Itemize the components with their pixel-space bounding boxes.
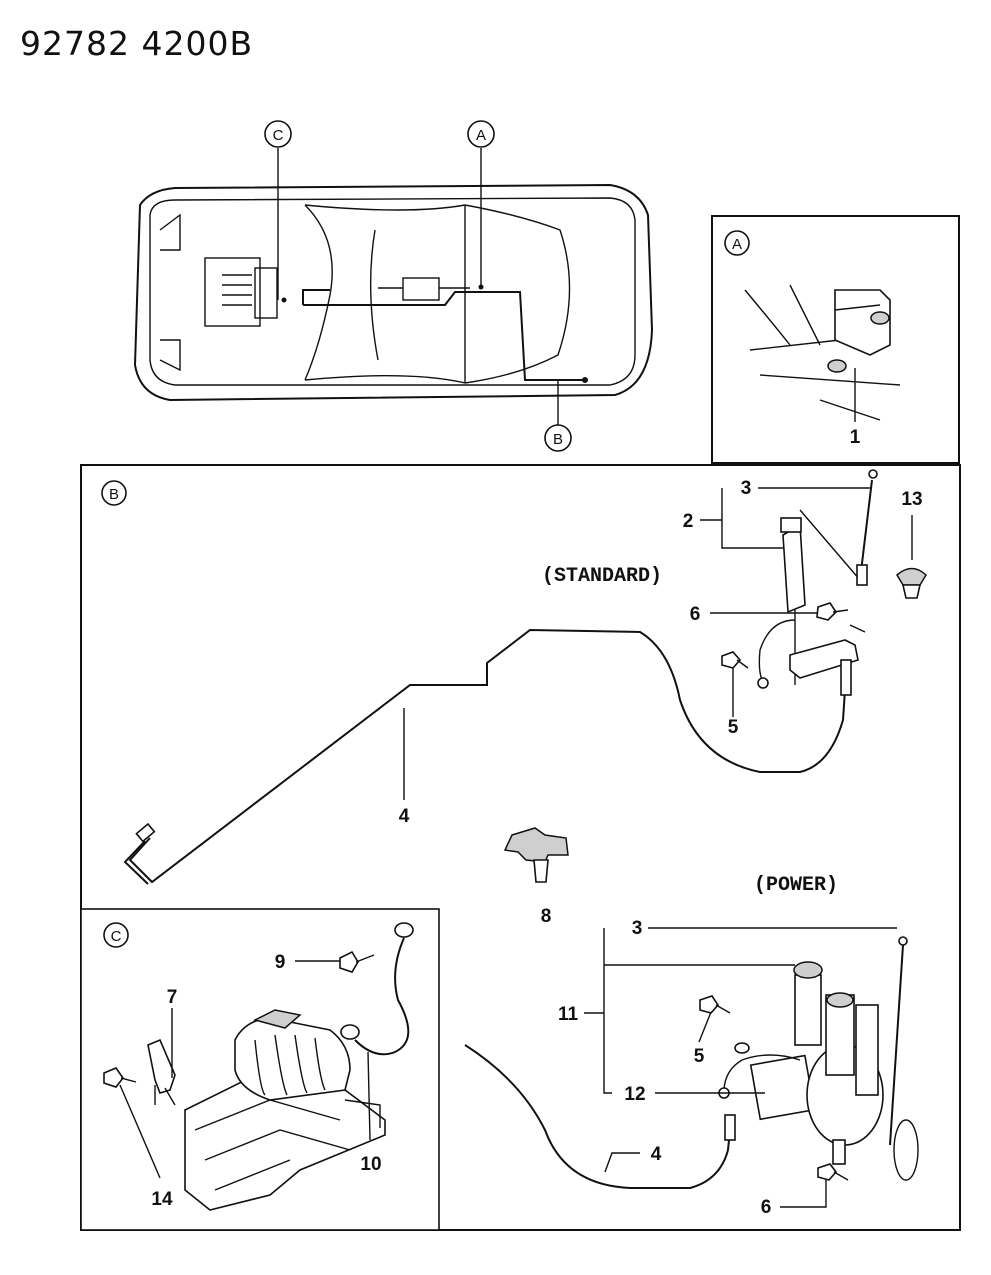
part-number-6-power: 6 [761, 1197, 772, 1218]
part-number-13: 13 [901, 489, 922, 510]
part-number-14: 14 [151, 1189, 173, 1210]
callout-a-detail: A [732, 236, 742, 253]
part-number-11: 11 [558, 1004, 579, 1025]
callout-a-overview: A [476, 127, 486, 144]
part-number-10: 10 [360, 1154, 381, 1175]
callout-b-detail: B [109, 486, 119, 503]
caption-power: (POWER) [754, 874, 838, 897]
detail-b-panel: B 6 5 3 2 [80, 464, 961, 1231]
callout-c-overview: C [273, 127, 284, 144]
part-number-2: 2 [683, 511, 694, 532]
part-number-7: 7 [167, 987, 178, 1008]
callout-b-overview: B [553, 431, 563, 448]
detail-a-panel: A 1 [711, 215, 960, 464]
part-number-5-standard: 5 [728, 717, 739, 738]
car-overview: C A B [133, 120, 654, 452]
part-number-4-standard: 4 [399, 806, 410, 827]
part-number-5-power: 5 [694, 1046, 705, 1067]
part-number-3-power: 3 [632, 918, 643, 939]
detail-c-panel: C 10 9 7 14 [80, 908, 440, 1231]
document-code: 92782 4200B [20, 24, 254, 63]
part-number-1: 1 [850, 427, 861, 448]
part-number-9: 9 [275, 952, 286, 973]
caption-standard: (STANDARD) [542, 565, 662, 588]
part-number-6-standard: 6 [690, 604, 701, 625]
callout-c-detail: C [111, 928, 122, 945]
part-number-3-standard: 3 [741, 478, 752, 499]
part-number-12: 12 [624, 1084, 645, 1105]
part-number-8: 8 [541, 906, 552, 927]
part-number-4-power: 4 [651, 1144, 662, 1165]
